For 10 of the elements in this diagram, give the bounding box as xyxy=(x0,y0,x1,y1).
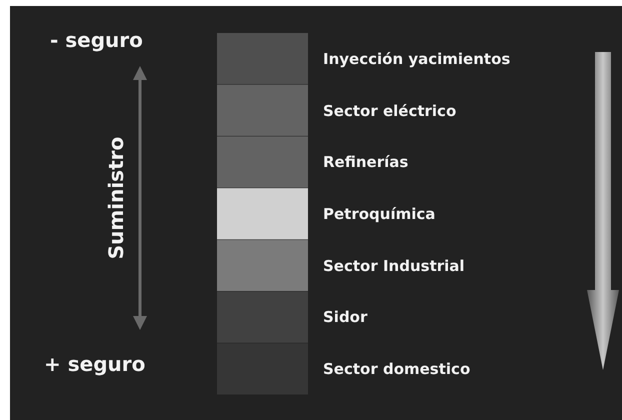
legend-label: Petroquímica xyxy=(323,205,436,223)
scale-label: - seguro xyxy=(50,28,143,52)
legend-label: Inyección yacimientos xyxy=(323,50,510,68)
legend-label: Sector Industrial xyxy=(323,256,465,275)
legend-label: Sector domestico xyxy=(323,360,470,378)
scale-label: + seguro xyxy=(44,352,146,376)
legend-label: Sidor xyxy=(323,308,368,326)
legend-label: Sector eléctrico xyxy=(323,102,456,120)
legend-label: Refinerías xyxy=(323,153,408,172)
axis-label: Suministro xyxy=(104,136,128,260)
